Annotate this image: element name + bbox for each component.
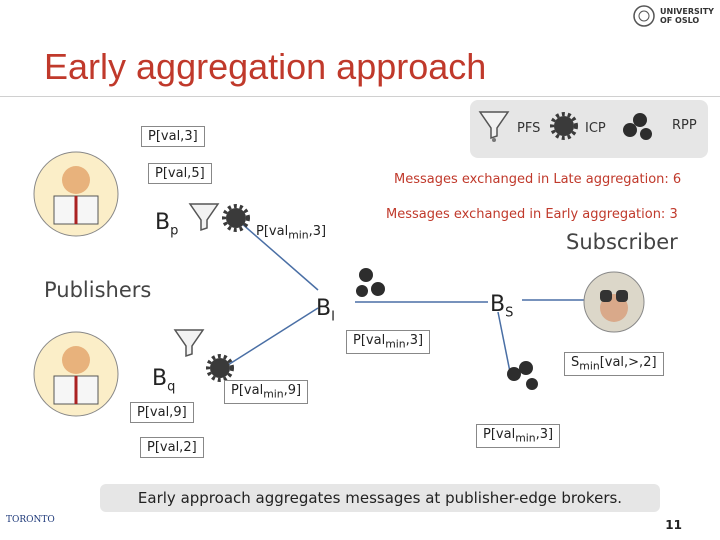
bi-letter: B xyxy=(316,296,332,321)
legend-icp: ICP xyxy=(585,121,606,136)
agg-bp-prefix: P[val xyxy=(256,224,289,239)
broker-label-bp: Bp xyxy=(155,210,178,238)
edge-bq-bi xyxy=(219,307,319,371)
agg-bp-tail: ,3] xyxy=(308,224,327,239)
agg-bi-prefix: P[val xyxy=(353,333,386,348)
bs-letter: B xyxy=(490,292,506,317)
bp-letter: B xyxy=(155,210,171,235)
summary-note: Early approach aggregates messages at pu… xyxy=(100,484,660,512)
late-messages-count: Messages exchanged in Late aggregation: … xyxy=(394,172,682,187)
subscriber-person-icon xyxy=(583,271,645,333)
subscription-box: Smin[val,>,2] xyxy=(564,352,664,376)
logo-line-1: UNIVERSITY xyxy=(660,7,714,16)
gear-icon-bp xyxy=(222,204,250,232)
broker-label-bq: Bq xyxy=(152,366,175,394)
agg-bi-sub: min xyxy=(385,337,406,351)
gear-cluster-icon-rpp xyxy=(623,113,652,140)
broker-label-bs: BS xyxy=(490,292,513,320)
agg-bq-sub: min xyxy=(263,387,284,401)
gear-cluster-icon-bs xyxy=(507,361,538,390)
agg-box-bs: P[valmin,3] xyxy=(476,424,561,448)
legend-pfs: PFS xyxy=(517,121,541,136)
gear-icon-bq xyxy=(206,354,234,382)
publishers-label: Publishers xyxy=(44,278,152,302)
pub-box-val2: P[val,2] xyxy=(140,437,204,458)
funnel-icon xyxy=(478,111,510,142)
bq-letter: B xyxy=(152,366,168,391)
bi-sub: I xyxy=(331,309,335,325)
agg-box-bp: P[valmin,3] xyxy=(250,222,332,244)
page-title: Early aggregation approach xyxy=(44,46,487,87)
pub-box-val5: P[val,5] xyxy=(148,163,212,184)
agg-bs-prefix: P[val xyxy=(483,427,516,442)
bq-sub: q xyxy=(167,379,176,395)
agg-bp-sub: min xyxy=(288,228,309,242)
early-messages-count: Messages exchanged in Early aggregation:… xyxy=(386,207,678,222)
broker-label-bi: BI xyxy=(316,296,335,324)
funnel-icon-bp xyxy=(188,203,220,232)
pub-box-val9: P[val,9] xyxy=(130,402,194,423)
publisher-person-icon-1 xyxy=(33,151,119,237)
gear-icon-icp xyxy=(550,112,578,140)
agg-bi-tail: ,3] xyxy=(405,333,424,348)
publisher-person-icon-2 xyxy=(33,331,119,417)
agg-box-bq: P[valmin,9] xyxy=(224,380,309,404)
gear-cluster-icon-bi xyxy=(356,268,385,297)
toronto-logo-text: TORONTO xyxy=(6,515,55,525)
bs-sub: S xyxy=(505,305,514,321)
sub-tail: [val,>,2] xyxy=(599,355,657,370)
bp-sub: p xyxy=(170,223,179,239)
agg-bs-sub: min xyxy=(515,431,536,445)
sub-sub: min xyxy=(579,359,600,373)
pub-box-val3: P[val,3] xyxy=(141,126,205,147)
funnel-icon-bq xyxy=(173,329,205,358)
agg-box-bi: P[valmin,3] xyxy=(346,330,431,354)
agg-bq-prefix: P[val xyxy=(231,383,264,398)
edge-bp-bi xyxy=(239,221,319,291)
sub-prefix: S xyxy=(571,355,580,370)
title-divider xyxy=(0,96,720,97)
edge-bs-rpp xyxy=(497,311,511,373)
legend-box xyxy=(470,100,708,158)
legend-rpp: RPP xyxy=(672,118,697,133)
logo-line-2: OF OSLO xyxy=(660,16,700,25)
page-number: 11 xyxy=(665,518,682,532)
legend-icons xyxy=(478,111,652,142)
university-logo-text: UNIVERSITY OF OSLO xyxy=(660,7,714,25)
agg-bq-tail: ,9] xyxy=(283,383,302,398)
agg-bs-tail: ,3] xyxy=(535,427,554,442)
subscriber-label: Subscriber xyxy=(566,230,678,254)
university-logo-icon xyxy=(633,5,655,27)
